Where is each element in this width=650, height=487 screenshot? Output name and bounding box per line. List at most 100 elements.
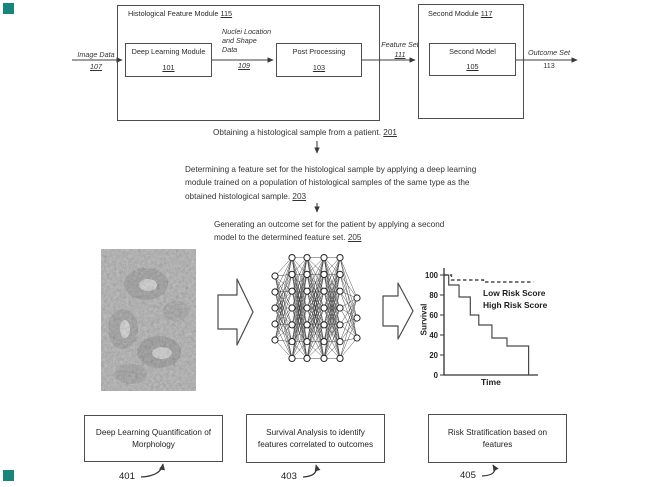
nn-node [320, 254, 328, 262]
nn-node [353, 314, 361, 322]
nn-node [353, 294, 361, 302]
outcome-set-label: Outcome Set [528, 48, 570, 57]
nn-node [303, 304, 311, 312]
post-processing-box: Post Processing 103 [276, 43, 362, 77]
block-arrow-1 [217, 278, 254, 346]
nn-node [303, 354, 311, 362]
histological-feature-module-title: Histological Feature Module 115 [128, 9, 233, 19]
second-model-num: 105 [466, 62, 479, 72]
step-203-line1: Determining a feature set for the histol… [185, 165, 477, 174]
chart-ylabel: Survival [419, 303, 429, 336]
chart-ytick-label: 20 [429, 351, 438, 360]
nn-node [303, 287, 311, 295]
block-arrow-2 [382, 282, 414, 340]
curve-arrow-401 [140, 463, 165, 478]
deep-learning-module-num: 101 [162, 63, 175, 73]
nn-node [336, 304, 344, 312]
deep-learning-module-label: Deep Learning Module [131, 47, 206, 56]
curve-arrow-403 [302, 464, 321, 478]
deep-learning-module-box: Deep Learning Module 101 [125, 43, 212, 77]
nn-node [320, 270, 328, 278]
module-title-num: 115 [220, 9, 233, 18]
chart-ytick-label: 60 [429, 311, 438, 320]
outcome-set-num: 113 [543, 61, 555, 70]
teal-marker-bottom-left [3, 470, 14, 481]
curve-arrow-405 [481, 464, 499, 477]
nn-node [336, 254, 344, 262]
step-205-num: 205 [347, 233, 362, 243]
second-module-title: Second Module 117 [428, 9, 493, 19]
nn-node [288, 287, 296, 295]
chart-ytick-label: 40 [429, 331, 438, 340]
nuclei-num: 109 [238, 61, 250, 70]
box-403-label: Survival Analysis to identify features c… [257, 428, 374, 449]
nn-node [353, 334, 361, 342]
nn-node [288, 254, 296, 262]
label-405: 405 [460, 470, 476, 481]
box-401: Deep Learning Quantification of Morpholo… [84, 415, 223, 462]
step-201: Obtaining a histological sample from a p… [150, 126, 460, 139]
step-205-line1: Generating an outcome set for the patien… [214, 220, 445, 229]
nn-node [303, 270, 311, 278]
nn-node [336, 321, 344, 329]
chart-ytick-label: 80 [429, 291, 438, 300]
second-model-box: Second Model 105 [429, 43, 516, 76]
step-201-num: 201 [383, 128, 397, 137]
neural-network [271, 254, 361, 362]
nn-node [320, 304, 328, 312]
nn-node [271, 272, 279, 280]
nn-node [288, 338, 296, 346]
step-203-line3-text: obtained histological sample. [185, 191, 291, 201]
feature-set-num: 111 [394, 50, 406, 59]
nn-node [288, 304, 296, 312]
nn-node [336, 287, 344, 295]
box-401-label: Deep Learning Quantification of Morpholo… [95, 428, 212, 449]
second-module-title-text: Second Module [428, 9, 479, 18]
second-module-title-num: 117 [480, 9, 493, 18]
nn-node [271, 336, 279, 344]
chart-xlabel: Time [481, 377, 501, 387]
box-405-label: Risk Stratification based on features [447, 428, 548, 449]
nn-node [336, 354, 344, 362]
legend-low-risk: Low Risk Score [483, 288, 546, 298]
nuclei-label-line3: Data [222, 44, 238, 54]
second-model-label: Second Model [449, 47, 496, 56]
step-203: Determining a feature set for the histol… [185, 163, 505, 203]
nn-node [336, 338, 344, 346]
nn-node [303, 254, 311, 262]
nn-node [303, 338, 311, 346]
nn-node [271, 304, 279, 312]
chart-ytick-label: 0 [434, 371, 439, 380]
nn-node [288, 354, 296, 362]
nn-node [336, 270, 344, 278]
nn-node [271, 320, 279, 328]
nuclei-label-line1: Nuclei Location [222, 27, 272, 36]
nn-node [320, 287, 328, 295]
post-processing-num: 103 [312, 63, 326, 73]
box-403: Survival Analysis to identify features c… [246, 414, 385, 463]
step-205-line2: model to the determined feature set. 205 [214, 231, 514, 244]
histology-image-svg [101, 249, 196, 391]
step-205: Generating an outcome set for the patien… [214, 218, 514, 245]
step-203-num: 203 [292, 191, 307, 201]
nn-node [320, 338, 328, 346]
label-403: 403 [281, 471, 297, 482]
image-data-num: 107 [90, 62, 102, 71]
nn-node [271, 288, 279, 296]
post-processing-label: Post Processing [292, 47, 346, 56]
chart-axes [443, 268, 538, 376]
nn-node [288, 321, 296, 329]
image-data-label: Image Data [77, 50, 115, 59]
survival-chart: 0 20 40 60 80 100 [425, 268, 538, 380]
module-title-text: Histological Feature Module [128, 9, 219, 18]
nn-node [320, 321, 328, 329]
nn-node [303, 321, 311, 329]
nn-node [320, 354, 328, 362]
chart-series-low-risk [444, 274, 534, 283]
step-201-text: Obtaining a histological sample from a p… [213, 128, 381, 137]
feature-set-label: Feature Set [381, 40, 419, 49]
nn-node [288, 270, 296, 278]
chart-ytick-label: 100 [425, 271, 439, 280]
nuclei-label: Nuclei Location and Shape Data [222, 27, 272, 54]
